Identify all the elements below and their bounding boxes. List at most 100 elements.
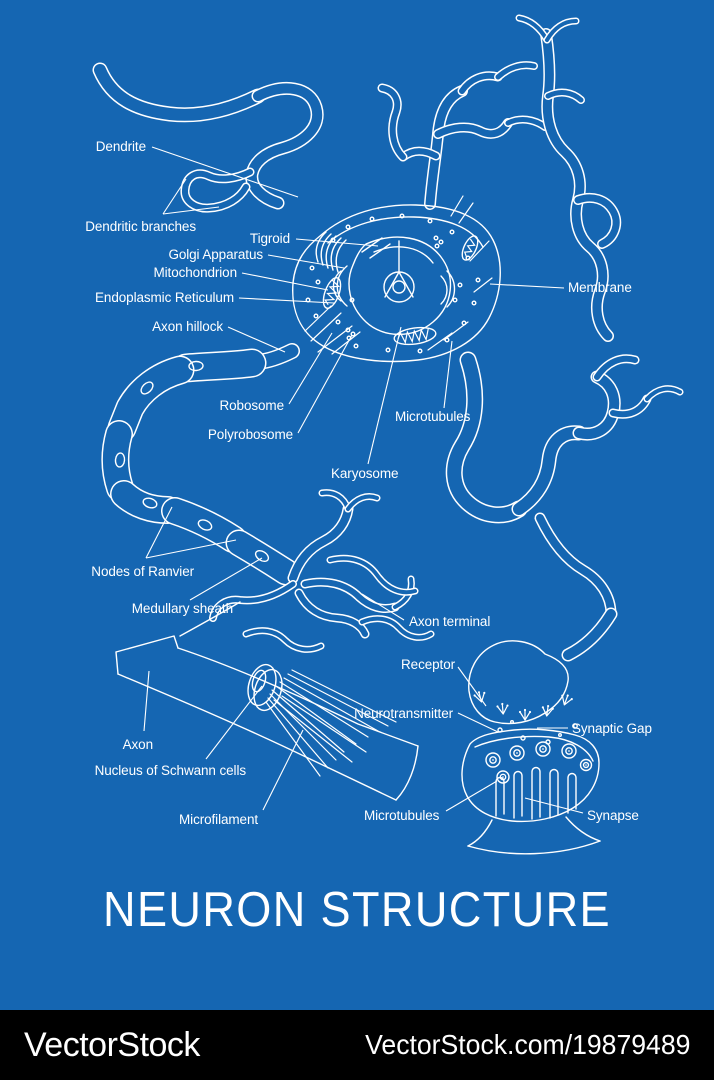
detail-dot — [417, 348, 423, 354]
tube-core — [505, 117, 548, 130]
outline-path — [373, 246, 434, 264]
leader-line-medullary-sheath — [189, 557, 263, 601]
detail-dot — [349, 297, 355, 303]
tube-outline — [300, 577, 400, 614]
tube-core — [227, 531, 298, 584]
label-synapse: Synapse — [587, 808, 639, 823]
label-neurotransmitter: Neurotransmitter — [354, 706, 454, 721]
detail-dot — [392, 280, 406, 294]
leader-line-neurotransmitter — [457, 712, 499, 733]
label-nucleus-of-schwann-cells: Nucleus of Schwann cells — [95, 763, 247, 778]
leader-line-microtubules-synapse — [445, 780, 498, 812]
vesicle-core — [489, 756, 497, 764]
outline-path — [115, 635, 179, 675]
cell-body-illustration — [292, 195, 501, 363]
leader-line-dendritic-branches — [162, 178, 187, 215]
detail-line — [265, 701, 321, 777]
tube-core — [289, 505, 352, 582]
detail-line — [427, 332, 453, 351]
outline-path — [117, 673, 397, 801]
tube-core — [513, 426, 585, 515]
receptor-glyph — [541, 704, 554, 717]
leader-line-axon-hillock — [227, 326, 286, 353]
detail-line — [281, 695, 367, 753]
outline-path — [348, 236, 452, 335]
tube-core — [574, 194, 620, 248]
detail-line — [269, 693, 337, 761]
watermark-url: VectorStock.com/19879489 — [364, 1029, 690, 1060]
node-oval — [253, 668, 283, 712]
leader-line-dendrite — [151, 146, 299, 198]
detail-line — [283, 677, 379, 732]
detail-dot — [345, 224, 351, 230]
vesicle-core — [499, 773, 507, 781]
outline-path — [565, 816, 601, 842]
detail-dot — [353, 343, 359, 349]
node-oval — [251, 669, 267, 693]
vesicle-core — [513, 749, 521, 757]
detail-line — [287, 673, 389, 727]
vesicle — [509, 745, 525, 761]
tube-core — [296, 590, 368, 637]
leader-line-membrane — [489, 283, 565, 289]
label-axon-hillock: Axon hillock — [152, 319, 223, 334]
vesicle-core — [539, 745, 547, 753]
detail-line — [450, 195, 464, 217]
tube-core — [645, 386, 682, 401]
detail-dot — [510, 720, 515, 725]
receptor-glyph — [561, 694, 573, 706]
detail-dot — [471, 300, 477, 306]
label-karyosome: Karyosome — [331, 466, 398, 481]
leader-line-receptor — [457, 666, 487, 707]
tube-core — [94, 64, 264, 121]
outline-path — [320, 233, 332, 266]
mitochondrion-shape — [393, 326, 437, 346]
detail-dot — [444, 337, 450, 343]
detail-line — [304, 305, 332, 332]
tube-core — [210, 581, 296, 621]
detail-dot — [345, 327, 351, 333]
node-oval — [140, 381, 154, 395]
detail-line — [458, 202, 474, 224]
detail-dot — [558, 733, 563, 738]
detail-dot — [335, 319, 341, 325]
outline-path — [513, 770, 523, 819]
leader-line-dendritic-branches — [162, 206, 220, 215]
outline-path — [567, 772, 577, 814]
detail-line — [469, 240, 490, 262]
vesicle — [496, 770, 510, 784]
detail-dot — [315, 279, 321, 285]
label-membrane: Membrane — [568, 280, 632, 295]
node-oval — [142, 497, 158, 509]
tube-core — [181, 169, 253, 212]
mitochondrion-shape — [322, 277, 342, 309]
detail-dot — [385, 347, 391, 353]
myelinated-axon-illustration — [101, 343, 300, 586]
detail-dot — [497, 727, 503, 733]
outline-path — [327, 216, 484, 248]
tube-core — [536, 514, 615, 618]
label-microtubules-soma: Microtubules — [395, 409, 471, 424]
detail-line — [273, 699, 353, 763]
tube-core — [495, 62, 537, 80]
detail-line — [271, 689, 345, 753]
leader-line-nucleus-of-schwann-cells — [205, 685, 263, 760]
detail-dot — [350, 331, 356, 337]
axon-terminal-illustration — [209, 489, 435, 653]
tube-core — [346, 494, 379, 511]
outline-path — [446, 270, 456, 308]
detail-line — [310, 312, 342, 342]
label-axon-terminal: Axon terminal — [409, 614, 490, 629]
detail-dot — [449, 229, 455, 235]
vesicle — [485, 752, 501, 768]
tube-core — [447, 353, 526, 522]
leader-line-golgi-apparatus — [267, 254, 345, 269]
tube-core — [434, 119, 512, 138]
receptor-glyph — [473, 691, 486, 703]
vesicle-dot — [502, 776, 504, 778]
leader-line-karyosome — [367, 326, 402, 465]
node-oval — [188, 360, 204, 372]
